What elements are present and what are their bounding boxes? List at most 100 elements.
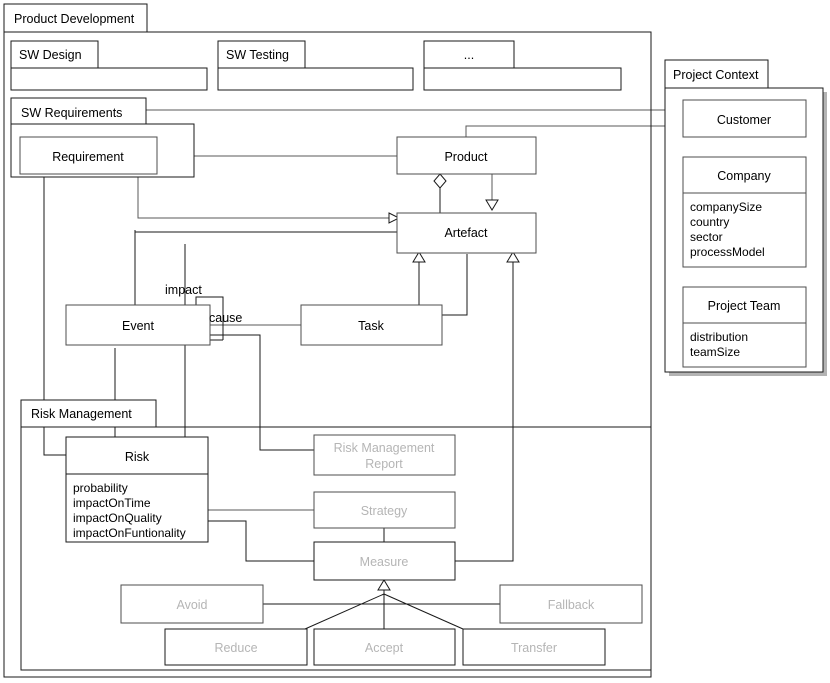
class-name-risk-management-report-line2: Report [365, 457, 403, 471]
package-ellipsis[interactable]: ... [423, 40, 622, 91]
package-label-product-development: Product Development [14, 12, 135, 26]
class-box-event [65, 304, 211, 346]
class-box-fallback [499, 584, 643, 624]
class-name-event: Event [122, 319, 154, 333]
package-body-sw-design [10, 67, 208, 91]
class-company[interactable]: Company companySize country sector proce… [682, 156, 807, 268]
edge-requirement-artefact [137, 173, 389, 219]
edge-risk-measure [208, 520, 314, 562]
class-name-risk-management-report-line1: Risk Management [334, 441, 435, 455]
class-name-strategy: Strategy [361, 504, 408, 518]
attribute-probability: probability [73, 481, 128, 495]
class-header-risk [65, 436, 209, 475]
class-reduce[interactable]: Reduce [164, 628, 308, 666]
class-name-artefact: Artefact [444, 226, 488, 240]
class-box-transfer [462, 628, 606, 666]
edge-requirement-risk [43, 173, 69, 456]
attribute-distribution: distribution [690, 330, 748, 344]
class-task[interactable]: Task [300, 304, 443, 346]
edge-generalization-transfer [383, 593, 464, 630]
class-box-customer [682, 99, 807, 138]
attribute-impactonfuntionality: impactOnFuntionality [73, 526, 186, 540]
package-body-sw-requirements [10, 123, 195, 178]
generalization-arrow-measure-tree [377, 579, 391, 591]
edge-generalization-reduce [304, 593, 385, 630]
class-attributes-project-team [682, 322, 807, 368]
class-transfer[interactable]: Transfer [462, 628, 606, 666]
edge-label-group: impact cause [165, 283, 242, 325]
class-name-reduce: Reduce [214, 641, 257, 655]
edge-event-selfloop [195, 296, 224, 340]
generalization-arrow-requirement-artefact [388, 212, 401, 224]
class-product[interactable]: Product [396, 136, 537, 175]
package-risk-management[interactable]: Risk Management [20, 399, 652, 671]
class-requirement[interactable]: Requirement [19, 136, 158, 175]
connector-layer [43, 109, 745, 630]
class-box-accept [313, 628, 456, 666]
class-avoid[interactable]: Avoid [120, 584, 264, 624]
package-body-ellipsis [423, 67, 622, 91]
edge-product-customer [465, 125, 683, 137]
edge-event-artefact [134, 230, 397, 233]
class-measure[interactable]: Measure [313, 541, 456, 581]
class-attributes-company [682, 192, 807, 268]
class-name-requirement: Requirement [52, 150, 124, 164]
class-name-company: Company [717, 169, 771, 183]
package-tab-sw-testing [217, 40, 306, 69]
class-customer[interactable]: Customer [682, 99, 807, 138]
attribute-companysize: companySize [690, 200, 762, 214]
class-box-reduce [164, 628, 308, 666]
class-box-artefact [396, 212, 537, 254]
edge-label-cause: cause [209, 311, 242, 325]
edge-label-impact: impact [165, 283, 202, 297]
package-tab-ellipsis [423, 40, 515, 69]
edge-event-riskmanagementreport [210, 334, 314, 451]
class-name-project-team: Project Team [708, 299, 781, 313]
package-body-risk-management [20, 426, 652, 671]
package-sw-design[interactable]: SW Design [10, 40, 208, 91]
class-name-fallback: Fallback [548, 598, 595, 612]
class-box-strategy [313, 491, 456, 529]
package-body-sw-testing [217, 67, 414, 91]
class-box-product [396, 136, 537, 175]
class-project-team[interactable]: Project Team distribution teamSize [682, 286, 807, 368]
generalization-arrow-task-artefact [412, 251, 426, 263]
package-label-risk-management: Risk Management [31, 407, 132, 421]
class-event[interactable]: Event [65, 304, 211, 346]
attribute-teamsize: teamSize [690, 345, 740, 359]
class-accept[interactable]: Accept [313, 628, 456, 666]
class-box-risk-management-report [313, 434, 456, 476]
class-header-company [682, 156, 807, 194]
package-product-development[interactable]: Product Development [3, 3, 652, 678]
attribute-impactonquality: impactOnQuality [73, 511, 162, 525]
generalization-arrow-measure-artefact [506, 251, 520, 263]
class-risk-management-report[interactable]: Risk Management Report [313, 434, 456, 476]
class-name-customer: Customer [717, 113, 771, 127]
class-box-measure [313, 541, 456, 581]
generalization-arrow-product-artefact [485, 199, 499, 211]
attribute-processmodel: processModel [690, 245, 765, 259]
package-body-product-development [3, 31, 652, 678]
class-box-avoid [120, 584, 264, 624]
package-label-sw-design: SW Design [19, 48, 82, 62]
attribute-country: country [690, 215, 729, 229]
class-box-requirement [19, 136, 158, 175]
class-risk[interactable]: Risk probability impactOnTime impactOnQu… [65, 436, 209, 543]
attribute-sector: sector [690, 230, 723, 244]
class-name-avoid: Avoid [176, 598, 207, 612]
attribute-impactontime: impactOnTime [73, 496, 151, 510]
package-sw-testing[interactable]: SW Testing [217, 40, 414, 91]
edge-task-artefact-assoc [442, 254, 468, 316]
package-body-project-context [664, 87, 824, 373]
class-name-accept: Accept [365, 641, 404, 655]
package-label-project-context: Project Context [673, 68, 759, 82]
class-box-task [300, 304, 443, 346]
class-name-transfer: Transfer [511, 641, 557, 655]
class-strategy[interactable]: Strategy [313, 491, 456, 529]
class-fallback[interactable]: Fallback [499, 584, 643, 624]
package-label-ellipsis: ... [464, 48, 474, 62]
class-name-product: Product [444, 150, 488, 164]
class-name-measure: Measure [360, 555, 409, 569]
class-artefact[interactable]: Artefact [396, 212, 537, 254]
